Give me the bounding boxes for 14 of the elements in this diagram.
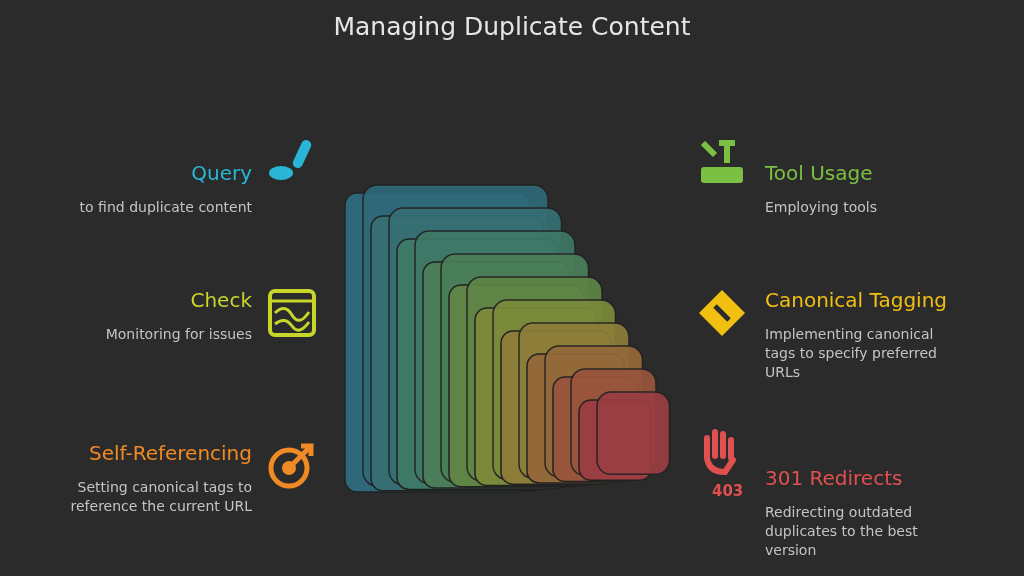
item-heading: Query <box>190 160 252 186</box>
item-description: to find duplicate content <box>78 198 252 217</box>
item-description: Monitoring for issues <box>104 325 252 344</box>
item-description: Employing tools <box>765 198 878 217</box>
error-code: 403 <box>712 482 744 500</box>
item-heading: Canonical Tagging <box>765 287 948 313</box>
item-heading: Tool Usage <box>765 160 874 186</box>
item-heading: Check <box>189 287 252 313</box>
item-heading: 301 Redirects <box>765 465 904 491</box>
item-description: Redirecting outdated duplicates to the best version <box>765 503 919 560</box>
item-heading: Self-Referencing <box>87 440 252 466</box>
title: Managing Duplicate Content <box>332 12 692 41</box>
item-description: Setting canonical tags to reference the current URL <box>70 478 252 516</box>
item-description: Implementing canonical tags to specify preferred URLs <box>765 325 938 382</box>
